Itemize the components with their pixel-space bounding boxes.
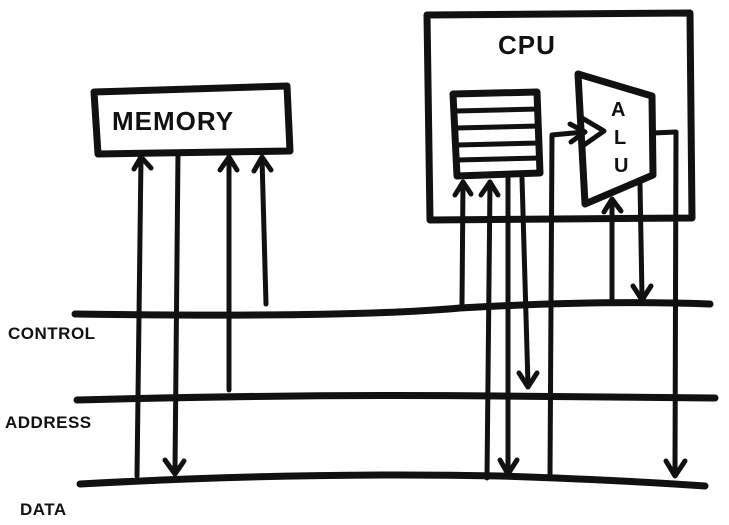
register-control-line <box>459 179 466 307</box>
alu-output-line <box>650 129 679 475</box>
data-bus-label: DATA <box>20 500 67 519</box>
alu-input-line <box>547 129 587 479</box>
up-arrowhead <box>601 196 624 215</box>
register-data-in-line <box>484 179 493 481</box>
down-arrowhead <box>162 457 187 477</box>
address-bus-label: ADDRESS <box>5 413 92 432</box>
register-address-line <box>519 175 531 388</box>
register-block <box>449 88 544 180</box>
control-bus-label: CONTROL <box>8 324 96 343</box>
register-connections <box>452 175 540 481</box>
alu-letter-u: U <box>614 155 628 177</box>
memory-label: MEMORY <box>112 106 234 136</box>
alu-connections <box>547 121 688 479</box>
alu-status-line <box>637 180 645 300</box>
memory-box: MEMORY <box>90 82 294 158</box>
address-bus-line <box>73 392 719 404</box>
buses <box>71 299 719 490</box>
down-arrowhead <box>497 457 520 477</box>
memory-connections <box>131 149 274 479</box>
data-bus-line <box>76 471 709 490</box>
alu-letter-l: L <box>614 127 626 149</box>
alu-unit: A L U <box>574 70 657 208</box>
memory-data-out-line <box>172 149 181 473</box>
up-arrowhead <box>478 179 501 198</box>
memory-data-in-line <box>134 154 144 479</box>
up-arrowhead <box>217 154 240 173</box>
up-arrowhead <box>452 179 474 198</box>
right-arrowhead <box>567 121 588 145</box>
control-bus-line <box>71 299 714 319</box>
down-arrowhead <box>516 370 540 390</box>
cpu-box: CPU <box>423 9 696 224</box>
cpu-label: CPU <box>498 30 556 60</box>
memory-control-line <box>259 155 269 307</box>
down-arrowhead <box>663 458 688 479</box>
up-arrowhead <box>251 154 274 174</box>
down-arrowhead <box>630 283 654 303</box>
up-arrowhead <box>131 154 154 172</box>
alu-letter-a: A <box>611 99 625 121</box>
